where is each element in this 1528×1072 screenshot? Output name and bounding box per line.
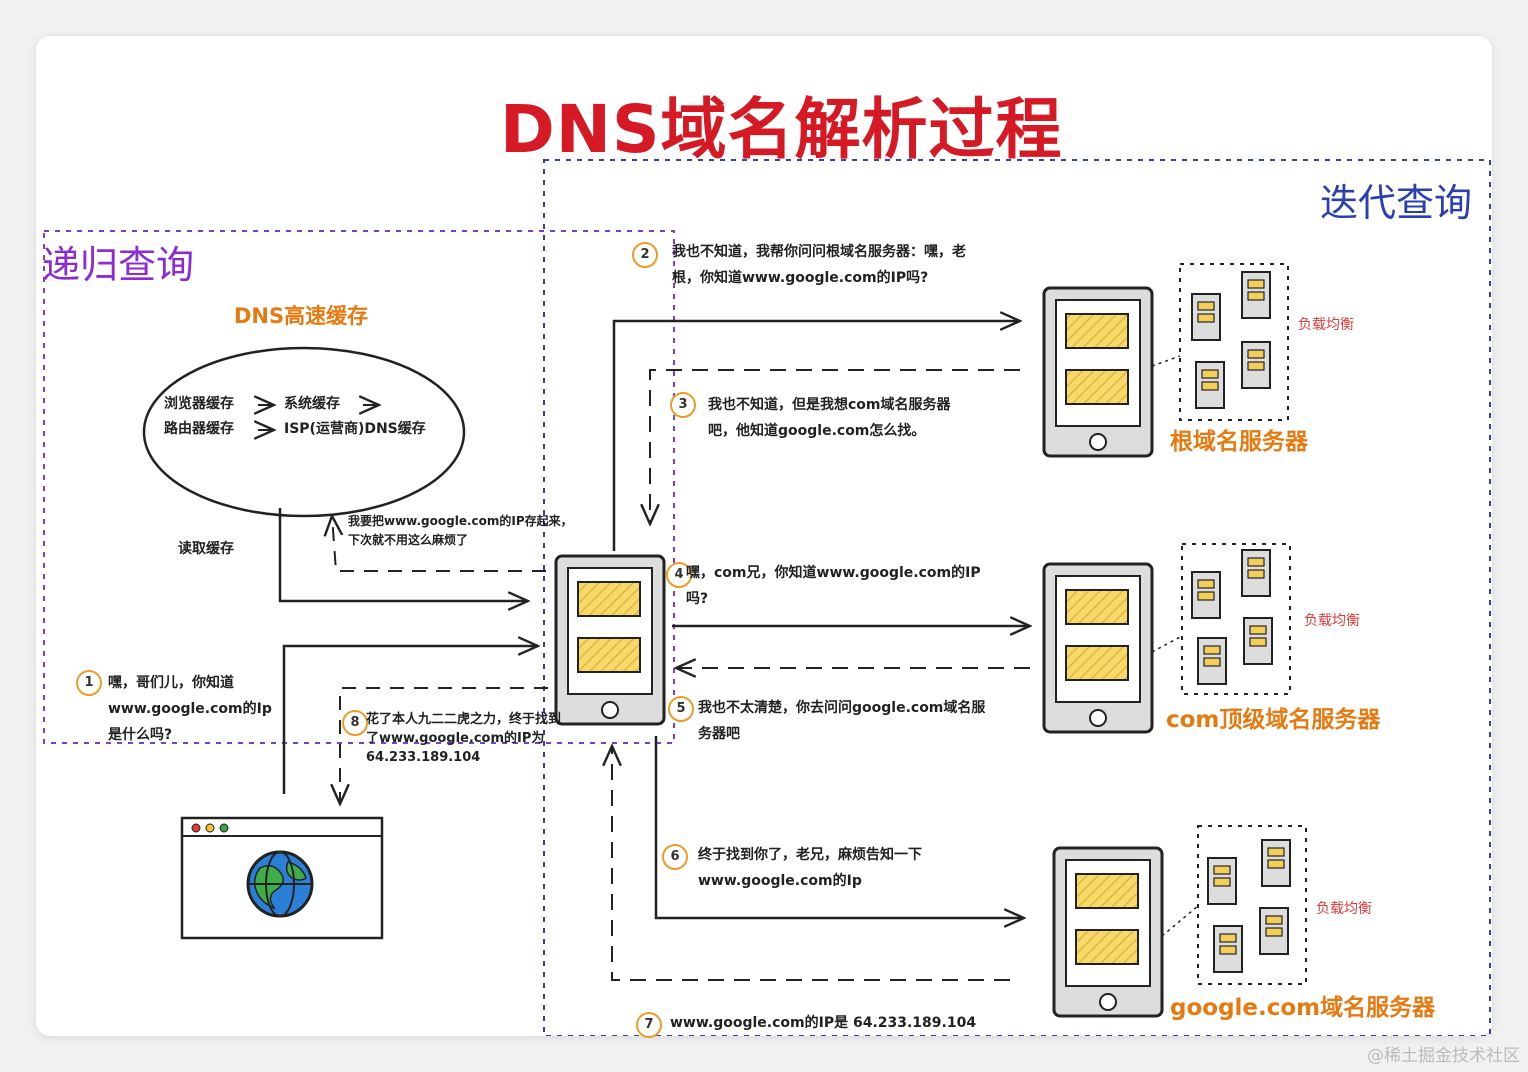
server-slot [1247, 569, 1265, 579]
server-slot [1203, 657, 1221, 667]
server-slot [1267, 847, 1285, 857]
step-1-text: 嘿，哥们儿，你知道www.google.com的Ip是什么吗? [108, 675, 272, 743]
diagram-canvas [43, 159, 1491, 1036]
step-1-badge: 1 [76, 670, 102, 696]
step-6-badge: 6 [662, 844, 688, 870]
watermark: @稀土掘金技术社区 [1367, 1046, 1520, 1066]
server-slot [1265, 927, 1283, 937]
google-load-balance-label: 负载均衡 [1316, 901, 1372, 917]
iterative-query-label: 迭代查询 [1320, 181, 1473, 225]
server-slot [1219, 945, 1237, 955]
server-slot [1265, 915, 1283, 925]
step-4-badge: 4 [666, 562, 692, 588]
step-5-text: 我也不太清楚，你去问问google.com域名服务器吧 [698, 700, 986, 742]
cache-router: 路由器缓存 [164, 421, 234, 437]
step-8-text: 花了本人九二二虎之力，终于找到了www.google.com的IP为64.233… [366, 712, 562, 765]
read-cache-label: 读取缓存 [178, 541, 234, 557]
root-server-label: 根域名服务器 [1170, 429, 1308, 455]
step-5-badge: 5 [668, 696, 694, 722]
server-slot [1197, 301, 1215, 311]
server-slot [1201, 369, 1219, 379]
step-3-text: 我也不知道，但是我想com域名服务器吧，他知道google.com怎么找。 [708, 397, 951, 439]
cache-isp: ISP(运营商)DNS缓存 [284, 421, 426, 437]
recursive-query-label: 递归查询 [42, 243, 195, 287]
server-slot [1247, 557, 1265, 567]
local-dns-phone-icon [554, 554, 666, 726]
step-6-text: 终于找到你了，老兄，麻烦告知一下www.google.com的Ip [698, 847, 922, 889]
com-load-balance-label: 负载均衡 [1304, 613, 1360, 629]
cache-ellipse [142, 346, 466, 518]
server-slot [1247, 349, 1265, 359]
iterative-region [543, 159, 1491, 1036]
diagram-card: DNS域名解析过程 递归查询 迭代查询 DNS高速缓存 浏览器缓存 系统缓存 路… [36, 36, 1492, 1038]
step-4-text: 嘿，com兄，你知道www.google.com的IP吗? [686, 565, 981, 607]
root-load-balancer-cluster [1179, 263, 1289, 421]
server-slot [1247, 361, 1265, 371]
server-slot [1197, 313, 1215, 323]
server-slot [1267, 859, 1285, 869]
server-slot [1247, 279, 1265, 289]
server-slot [1197, 591, 1215, 601]
server-slot [1249, 625, 1267, 635]
step-2-badge: 2 [632, 242, 658, 268]
step-7-text: www.google.com的IP是 64.233.189.104 [670, 1015, 977, 1031]
recursive-region [43, 230, 675, 744]
com-load-balancer-cluster [1181, 543, 1291, 695]
store-cache-note: 我要把www.google.com的IP存起来，下次就不用这么麻烦了 [348, 514, 573, 547]
page-title: DNS域名解析过程 [500, 91, 1063, 168]
server-slot [1219, 933, 1237, 943]
step-2-text: 我也不知道，我帮你问问根域名服务器：嘿，老根，你知道www.google.com… [672, 244, 966, 286]
root-server-phone-icon [1042, 286, 1154, 458]
globe-icon [246, 850, 314, 918]
server-slot [1203, 645, 1221, 655]
google-server-phone-icon [1052, 846, 1164, 1018]
server-slot [1201, 381, 1219, 391]
cache-browser: 浏览器缓存 [164, 396, 234, 412]
google-server-label: google.com域名服务器 [1170, 995, 1436, 1021]
cache-system: 系统缓存 [284, 396, 340, 412]
com-server-phone-icon [1042, 562, 1154, 734]
server-slot [1249, 637, 1267, 647]
server-slot [1213, 865, 1231, 875]
step-7-badge: 7 [636, 1012, 662, 1038]
google-load-balancer-cluster [1197, 825, 1307, 985]
server-slot [1247, 291, 1265, 301]
step-8-badge: 8 [342, 710, 368, 736]
root-load-balance-label: 负载均衡 [1298, 317, 1354, 333]
step-3-badge: 3 [670, 392, 696, 418]
server-slot [1197, 579, 1215, 589]
cache-title: DNS高速缓存 [234, 304, 369, 328]
com-server-label: com顶级域名服务器 [1166, 707, 1381, 733]
server-slot [1213, 877, 1231, 887]
